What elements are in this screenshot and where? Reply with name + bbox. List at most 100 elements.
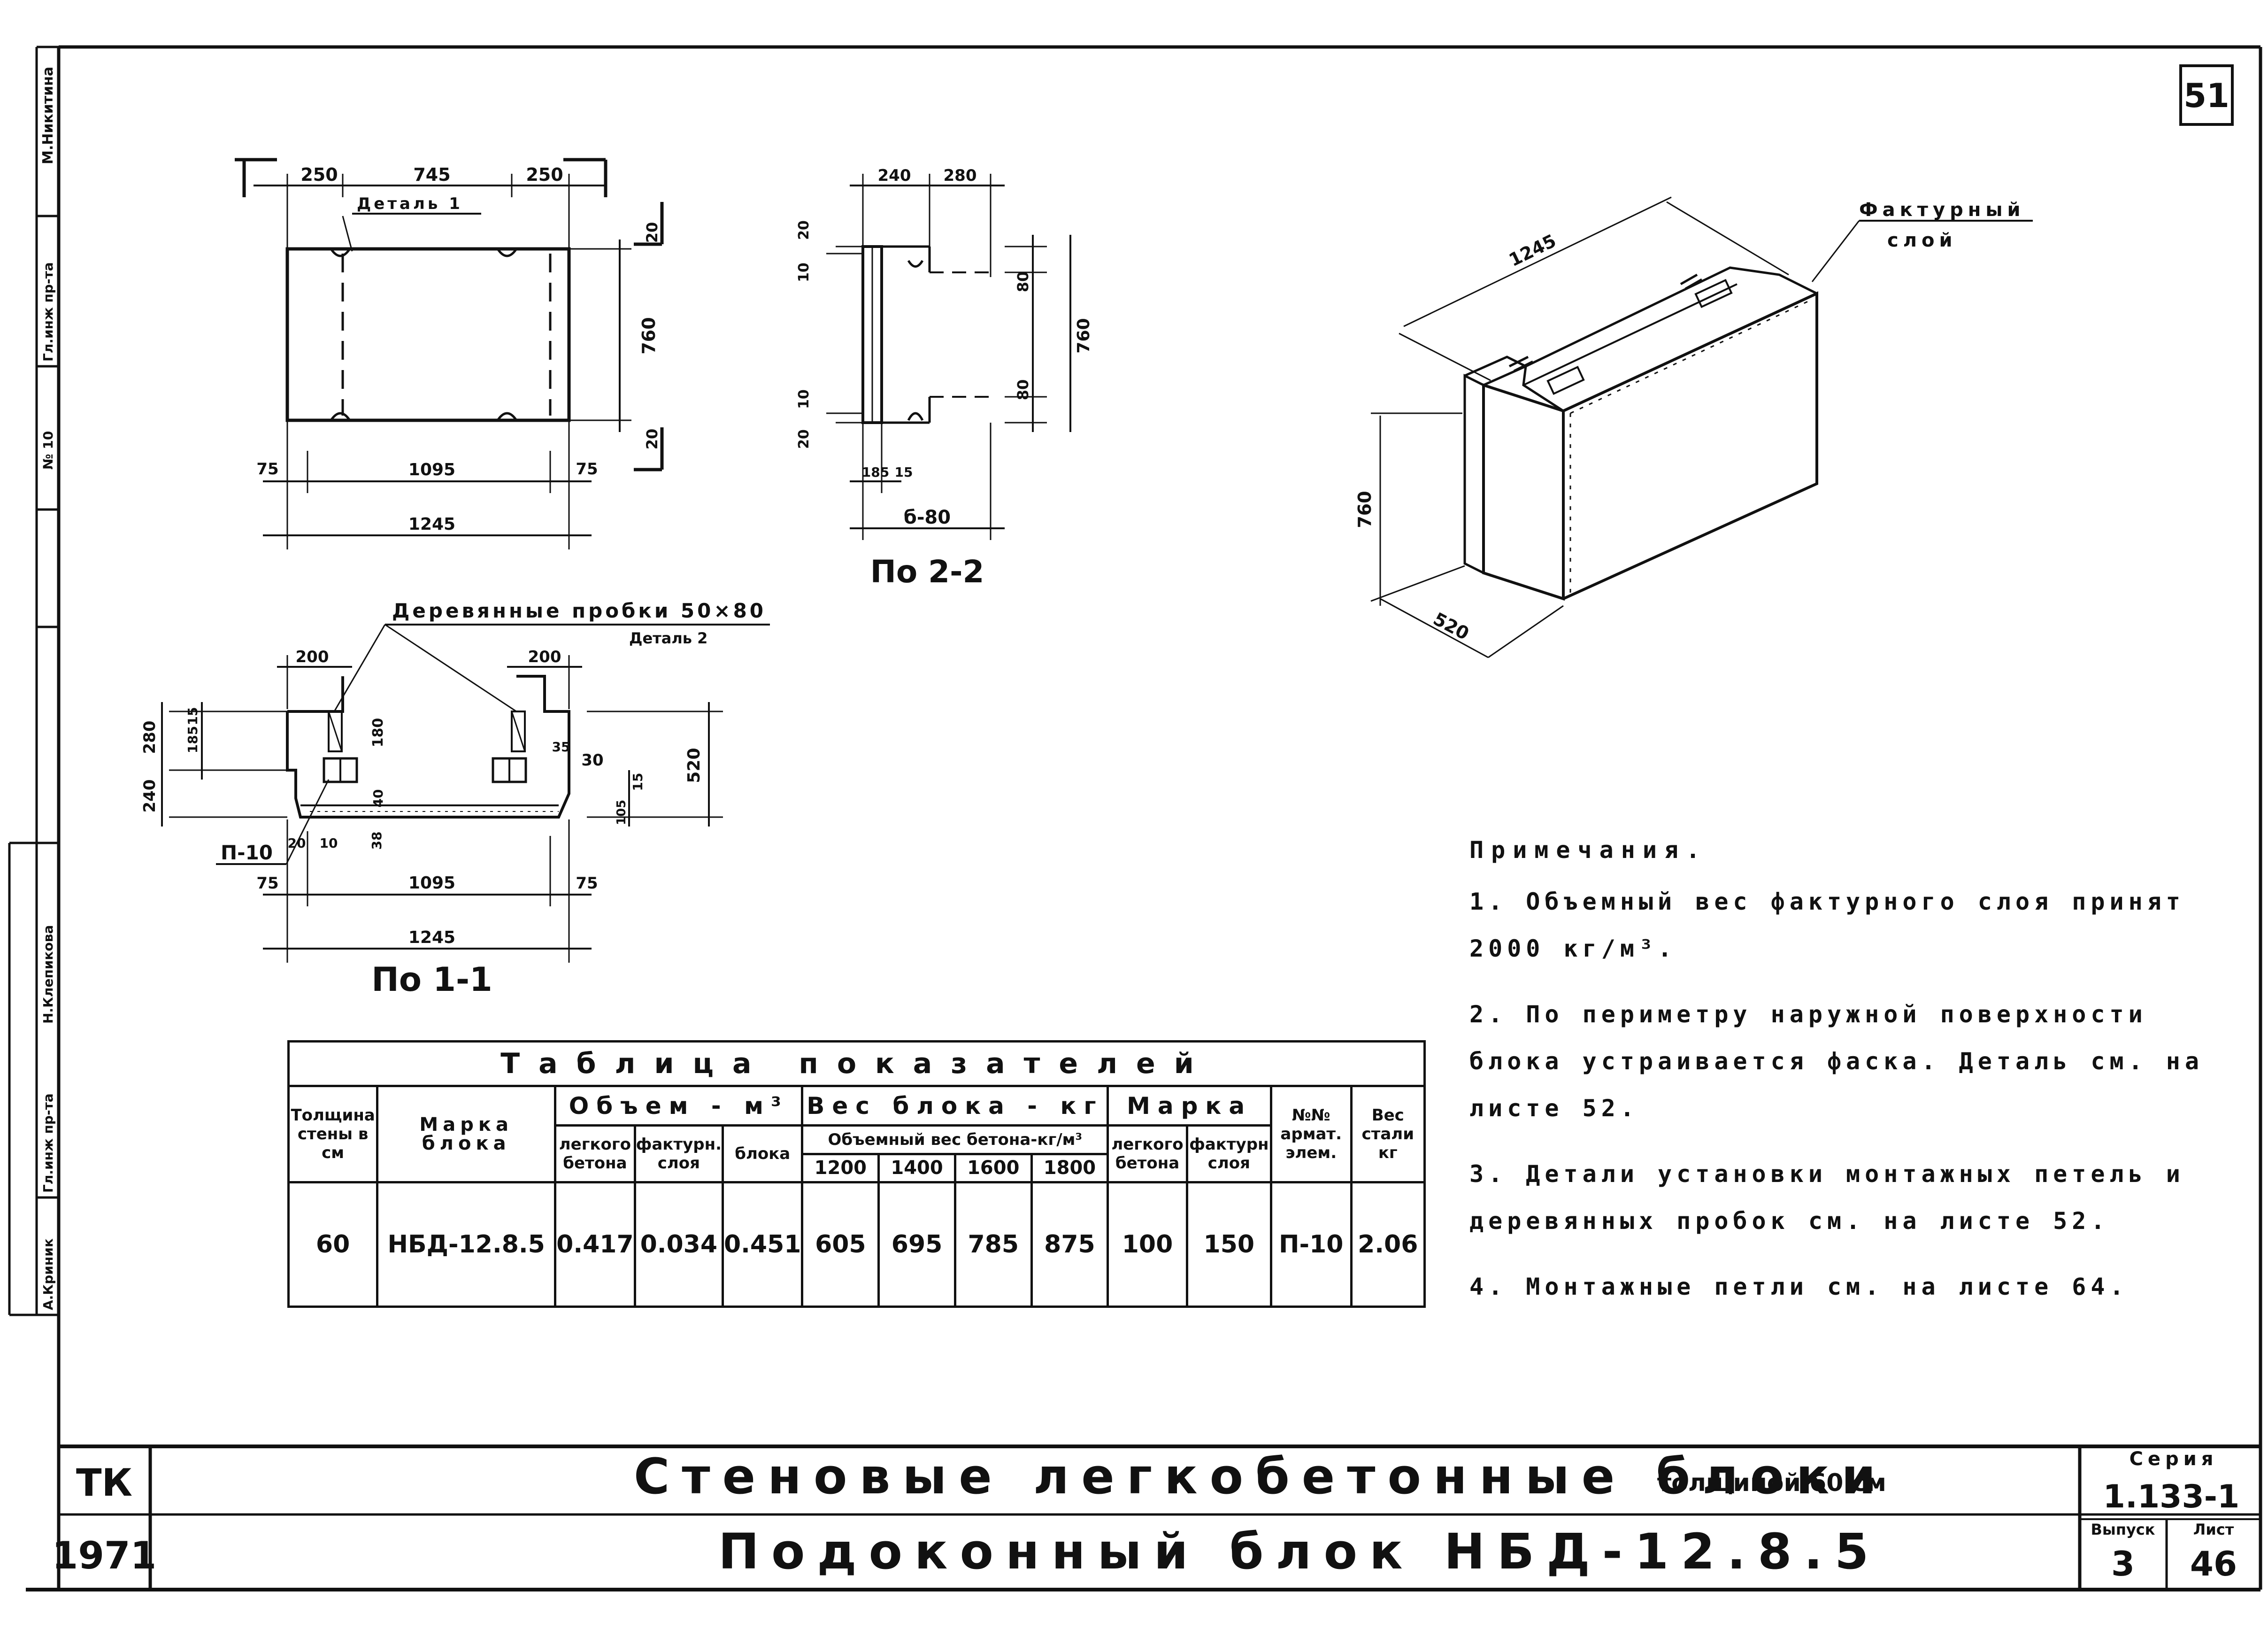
- th-grade-light: легкого бетона: [1107, 1124, 1188, 1183]
- s11-dim-30: 30: [581, 751, 603, 770]
- cell-mark: НБД-12.8.5: [376, 1181, 557, 1308]
- sheet-number: 51: [2183, 77, 2229, 115]
- s11-dim-top-right: 200: [528, 648, 561, 666]
- s22-dim-height: 760: [1074, 318, 1093, 353]
- s22-dim-top-1: 240: [878, 166, 911, 185]
- cell-rebar: П-10: [1269, 1181, 1353, 1308]
- s22-dim-bottom-2: 15: [895, 464, 913, 480]
- s22-dim-b80: б-80: [904, 507, 951, 528]
- note-1: 1. Объемный вес фактурного слоя принят 2…: [1469, 888, 2185, 962]
- s11-dim-left-185: 185: [185, 726, 200, 753]
- s11-dim-10: 10: [320, 835, 338, 851]
- plan-dim-height: 760: [638, 317, 659, 354]
- series-value: 1.133-1: [2103, 1478, 2240, 1515]
- side-stamp: [8, 46, 59, 1316]
- isometric-view: [1370, 196, 2033, 658]
- sheet-frame: [26, 45, 2262, 1591]
- cell-vol-block: 0.451: [721, 1181, 804, 1308]
- cell-grade-textured: 150: [1185, 1181, 1272, 1308]
- label-detail-2: Деталь 2: [629, 629, 707, 647]
- label-p10: П-10: [221, 841, 273, 864]
- th-grade: Марка: [1107, 1084, 1272, 1127]
- note-2: 2. По периметру наружной поверхности бло…: [1469, 1001, 2204, 1122]
- cell-thickness: 60: [287, 1181, 379, 1308]
- th-vol-textured: фактурн. слоя: [633, 1124, 724, 1183]
- notes: Примечания. 1. Объемный вес фактурного с…: [1469, 827, 2239, 1329]
- iso-dim-width: 520: [1430, 608, 1473, 644]
- side-stamp-number: № 10: [40, 431, 56, 470]
- notes-heading: Примечания.: [1469, 836, 1708, 864]
- plan-dim-bottom-mid: 1095: [408, 460, 455, 479]
- s22-dim-right-2: 80: [1014, 379, 1032, 401]
- th-rebar: №№ армат. элем.: [1269, 1085, 1353, 1183]
- cell-vol-textured: 0.034: [633, 1181, 724, 1308]
- s22-dim-right-1: 80: [1014, 271, 1032, 293]
- cell-grade-light: 100: [1107, 1181, 1188, 1308]
- s22-dim-top-2: 280: [944, 166, 977, 185]
- s11-dim-left-240: 240: [140, 780, 159, 813]
- plan-dim-top-mid: 745: [413, 164, 450, 185]
- plan-view: [235, 158, 664, 549]
- s22-dim-bottom-1: 185: [862, 464, 889, 480]
- cell-w1400: 695: [877, 1181, 956, 1308]
- series-label: Серия: [2130, 1448, 2218, 1470]
- title-suffix: толщиной 60 см: [1657, 1469, 1886, 1497]
- side-stamp-role-2: Гл.инж пр-та: [40, 1093, 56, 1193]
- s11-dim-left-280: 280: [140, 721, 159, 754]
- label-wooden-plugs: Деревянные пробки 50×80: [392, 599, 766, 622]
- indicators-table: Таблица показателей Толщина стены в см М…: [287, 1040, 1426, 1308]
- side-stamp-role-1: Гл.инж пр-та: [40, 262, 56, 362]
- cell-w1600: 785: [953, 1181, 1033, 1308]
- th-w1600: 1600: [953, 1152, 1033, 1184]
- iso-label-textured-layer: Фактурный слой: [1859, 199, 2036, 251]
- s22-dim-left-bottom-1: 20: [796, 429, 812, 449]
- side-stamp-name-3: А.Криник: [40, 1238, 56, 1310]
- s11-dim-bottom-right: 75: [576, 874, 598, 893]
- th-mark: Марка блока: [376, 1085, 557, 1183]
- title-main: Стеновые легкобетонные блоки: [634, 1448, 1888, 1505]
- label-detail-1: Деталь 1: [357, 194, 463, 213]
- th-volume: Объем - м³: [554, 1084, 804, 1127]
- s11-dim-height: 520: [684, 748, 704, 783]
- s11-dim-top-left: 200: [296, 648, 329, 666]
- s22-dim-left-top-1: 20: [796, 220, 812, 240]
- s11-dim-15: 15: [630, 773, 646, 791]
- note-3: 3. Детали установки монтажных петель и д…: [1469, 1160, 2185, 1235]
- s11-dim-180: 180: [370, 718, 386, 748]
- s11-dim-20: 20: [288, 835, 306, 851]
- section-2-2: [826, 174, 1071, 540]
- th-w1800: 1800: [1030, 1152, 1109, 1184]
- table-row: 60 НБД-12.8.5 0.417 0.034 0.451 605 695 …: [287, 1181, 1426, 1308]
- th-w1400: 1400: [877, 1152, 956, 1184]
- side-stamp-name-2: Н.Клепикова: [40, 925, 56, 1024]
- title-year: 1971: [52, 1534, 157, 1577]
- sheet-number-box: 51: [2179, 64, 2234, 126]
- th-steel: Вес стали кг: [1350, 1085, 1426, 1183]
- s11-dim-bottom-left: 75: [256, 874, 278, 893]
- title-block: [59, 1445, 2260, 1590]
- th-vol-light: легкого бетона: [554, 1124, 636, 1183]
- s22-title: По 2-2: [870, 554, 984, 590]
- plan-dim-bottom-left: 75: [256, 460, 278, 479]
- plan-dim-mark-bottom: 20: [643, 429, 661, 450]
- s11-dim-total: 1245: [408, 928, 455, 947]
- th-grade-textured: фактурн слоя: [1185, 1124, 1272, 1183]
- plan-dim-total: 1245: [408, 515, 455, 534]
- s11-dim-35: 35: [552, 739, 570, 755]
- plan-dim-mark-top: 20: [643, 222, 661, 243]
- section-1-1: [161, 624, 770, 963]
- plan-dim-top-left: 250: [300, 164, 338, 185]
- issue-value: 3: [2111, 1544, 2135, 1584]
- th-vol-block: блока: [721, 1124, 804, 1183]
- plan-dim-top-right: 250: [526, 164, 563, 185]
- title-code: ТК: [76, 1461, 132, 1505]
- th-weight-sub: Объемный вес бетона-кг/м³: [801, 1124, 1109, 1155]
- plan-dim-bottom-right: 75: [576, 460, 598, 479]
- th-thickness: Толщина стены в см: [287, 1085, 379, 1183]
- cell-w1200: 605: [801, 1181, 880, 1308]
- s22-dim-left-bottom-2: 10: [796, 389, 812, 409]
- cell-steel: 2.06: [1350, 1181, 1426, 1308]
- s11-dim-105: 105: [615, 800, 629, 825]
- side-stamp-name-1: М.Никитина: [40, 67, 56, 164]
